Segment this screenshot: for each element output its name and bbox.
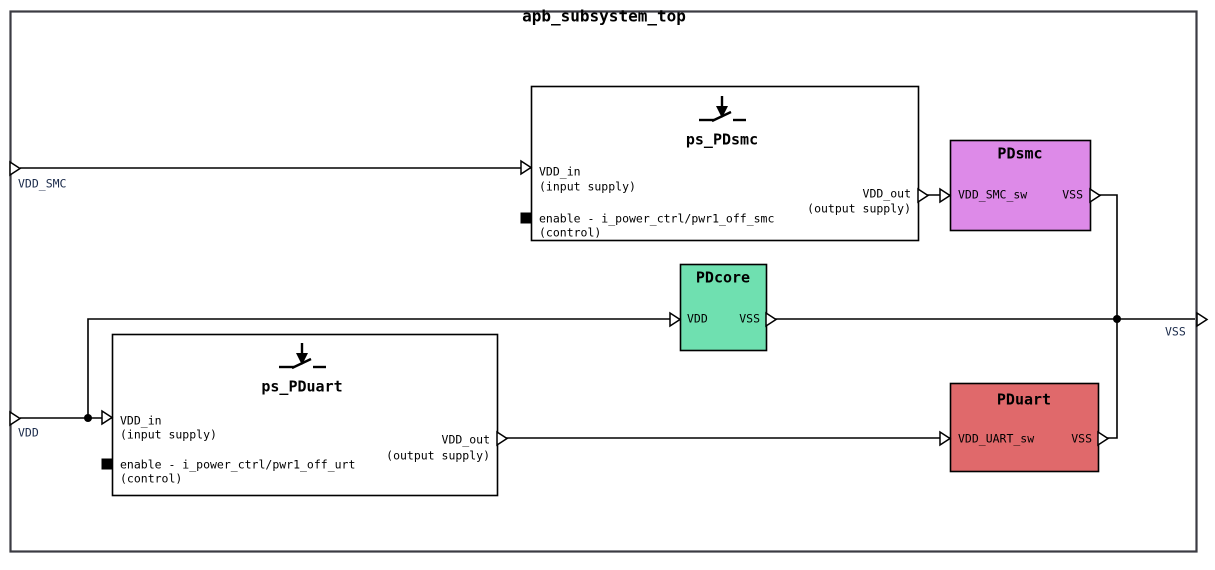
wire-vdd-branch-to-pdcore [87, 318, 680, 418]
ps-pdsmc-vddout-port-icon[interactable] [917, 187, 930, 204]
external-port-vss[interactable]: VSS [1165, 311, 1209, 339]
ps-pduart-vddout-label: VDD_out [442, 433, 490, 447]
subsystem-frame [9, 10, 1198, 553]
ps-pduart-title: ps_PDuart [261, 378, 342, 396]
ps-pdsmc-vddin-sub: (input supply) [539, 180, 636, 194]
junction-dot-vdd [84, 414, 92, 422]
ps-pduart-vddin-label: VDD_in [120, 414, 162, 428]
ps-pdsmc-title: ps_PDsmc [686, 131, 758, 149]
ps-pduart-enable-sub: (control) [120, 472, 182, 486]
external-port-vdd-smc[interactable]: VDD_SMC [9, 160, 67, 191]
external-port-vdd[interactable]: VDD [9, 410, 39, 440]
power-domain-pdsmc[interactable]: PDsmc VDD_SMC_sw VSS [939, 139, 1102, 232]
pdsmc-title: PDsmc [997, 145, 1042, 163]
ps-pduart-vddin-port-icon[interactable] [101, 409, 114, 426]
power-domain-pduart[interactable]: PDuart VDD_UART_sw VSS [939, 382, 1110, 473]
ps-pdsmc-enable-label: enable - i_power_ctrl/pwr1_off_smc [539, 212, 774, 226]
pduart-vss-port-icon[interactable] [1097, 430, 1110, 447]
ps-pdsmc-enable-port-icon[interactable] [520, 212, 532, 224]
pdcore-vss-label: VSS [739, 312, 760, 326]
ps-pduart-enable-label: enable - i_power_ctrl/pwr1_off_urt [120, 458, 355, 472]
ps-pdsmc-vddout-sub: (output supply) [807, 202, 911, 216]
power-switch-icon [699, 96, 746, 123]
ps-pduart-vddout-port-icon[interactable] [496, 430, 509, 447]
ps-pduart-enable-port-icon[interactable] [101, 458, 113, 470]
pdcore-vss-port-icon[interactable] [765, 311, 778, 328]
ps-pdsmc-vddin-label: VDD_in [539, 165, 581, 179]
page-title: apb_subsystem_top [522, 7, 686, 26]
pdcore-vdd-label: VDD [687, 312, 708, 326]
vss-port-icon[interactable] [1196, 311, 1209, 328]
vdd-port-icon[interactable] [9, 410, 22, 427]
ps-pdsmc-body [530, 85, 920, 242]
pdsmc-vdd-label: VDD_SMC_sw [958, 188, 1027, 202]
wire-pdsmc-vss-to-rail [1090, 194, 1118, 319]
power-switch-icon [279, 343, 326, 370]
ps-pduart-vddout-sub: (output supply) [386, 449, 490, 463]
pdcore-body [679, 263, 768, 352]
junction-dot-vss [1113, 315, 1121, 323]
vdd-smc-port-icon[interactable] [9, 160, 22, 177]
pdsmc-vss-label: VSS [1062, 188, 1083, 202]
pdsmc-vss-port-icon[interactable] [1089, 187, 1102, 204]
ps-pdsmc-vddin-port-icon[interactable] [520, 159, 533, 176]
pduart-vdd-port-icon[interactable] [939, 430, 952, 447]
pdsmc-body [949, 139, 1092, 232]
vdd-label: VDD [18, 426, 39, 440]
vss-label: VSS [1165, 325, 1186, 339]
pdcore-title: PDcore [696, 269, 750, 287]
pduart-vss-label: VSS [1071, 432, 1092, 446]
block-ps-pdsmc[interactable]: ps_PDsmc VDD_in (input supply) enable - … [520, 85, 930, 242]
ps-pduart-vddin-sub: (input supply) [120, 428, 217, 442]
vdd-smc-label: VDD_SMC [18, 177, 67, 191]
power-domain-pdcore[interactable]: PDcore VDD VSS [669, 263, 778, 352]
wire-pduart-vss-to-rail [1098, 319, 1118, 439]
pduart-body [949, 382, 1100, 473]
pduart-title: PDuart [997, 391, 1051, 409]
block-ps-pduart[interactable]: ps_PDuart VDD_in (input supply) enable -… [101, 333, 509, 497]
ps-pdsmc-vddout-label: VDD_out [863, 187, 911, 201]
pdsmc-vdd-port-icon[interactable] [939, 187, 952, 204]
pdcore-vdd-port-icon[interactable] [669, 311, 682, 328]
pduart-vdd-label: VDD_UART_sw [958, 432, 1034, 446]
ps-pdsmc-enable-sub: (control) [539, 226, 601, 240]
